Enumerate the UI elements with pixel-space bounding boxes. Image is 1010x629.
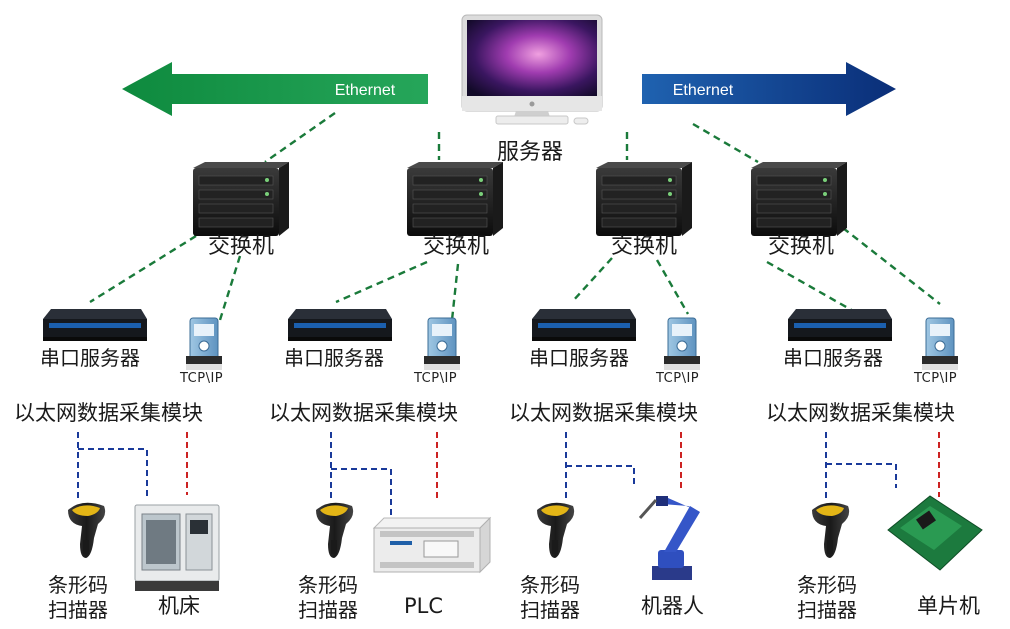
barcode-scanner-label: 条形码 扫描器	[797, 573, 857, 622]
server-computer-icon	[461, 14, 603, 125]
scanner-link-lines	[77, 432, 897, 520]
barcode-scanner-label: 条形码 扫描器	[298, 573, 358, 622]
uplink-lines	[89, 112, 941, 321]
barcode-scanner-label: 条形码 扫描器	[520, 573, 580, 622]
device-label-robot: 机器人	[641, 594, 704, 618]
switch-icon	[595, 161, 693, 237]
serial-server-icon	[288, 309, 392, 341]
plc-icon	[372, 516, 492, 574]
serial-server-icon	[43, 309, 147, 341]
ethernet-arrow-left	[122, 62, 428, 116]
tcp-ip-label: TCP\IP	[180, 371, 224, 386]
ethernet-arrow-right	[642, 62, 896, 116]
serial-server-label: 串口服务器	[40, 346, 140, 370]
serial-server-icon	[788, 309, 892, 341]
ethernet-daq-module-label: 以太网数据采集模块	[766, 401, 955, 425]
barcode-scanner-icon	[537, 502, 575, 558]
daq-module-icon	[921, 317, 959, 371]
serial-server-icon	[532, 309, 636, 341]
switch-label: 交换机	[423, 234, 490, 259]
daq-module-icon	[423, 317, 461, 371]
serial-server-label: 串口服务器	[529, 346, 629, 370]
serial-server-label: 串口服务器	[783, 346, 883, 370]
tcp-ip-label: TCP\IP	[656, 371, 700, 386]
ethernet-daq-module-label: 以太网数据采集模块	[269, 401, 458, 425]
barcode-scanner-icon	[316, 502, 354, 558]
machine-tool-icon	[134, 504, 220, 591]
barcode-scanner-icon	[812, 502, 850, 558]
switch-icon	[406, 161, 504, 237]
device-label-plc: PLC	[404, 594, 444, 618]
ethernet-label-right: Ethernet	[673, 82, 734, 99]
tcp-ip-label: TCP\IP	[414, 371, 458, 386]
device-label-mcu: 单片机	[917, 594, 980, 618]
switch-label: 交换机	[611, 234, 678, 259]
switch-icon	[192, 161, 290, 237]
ethernet-daq-module-label: 以太网数据采集模块	[509, 401, 698, 425]
tcp-ip-label: TCP\IP	[914, 371, 958, 386]
ethernet-daq-module-label: 以太网数据采集模块	[14, 401, 203, 425]
ethernet-label-left: Ethernet	[335, 82, 396, 99]
switch-label: 交换机	[208, 234, 275, 259]
switch-icon	[750, 161, 848, 237]
daq-module-icon	[663, 317, 701, 371]
barcode-scanner-label: 条形码 扫描器	[48, 573, 108, 622]
mcu-board-icon	[887, 495, 983, 571]
robot-arm-icon	[638, 496, 700, 580]
daq-module-icon	[185, 317, 223, 371]
serial-server-label: 串口服务器	[284, 346, 384, 370]
device-label-machine-tool: 机床	[158, 594, 200, 618]
switch-label: 交换机	[768, 234, 835, 259]
barcode-scanner-icon	[68, 502, 106, 558]
server-label: 服务器	[497, 140, 564, 165]
device-link-lines	[186, 432, 940, 500]
